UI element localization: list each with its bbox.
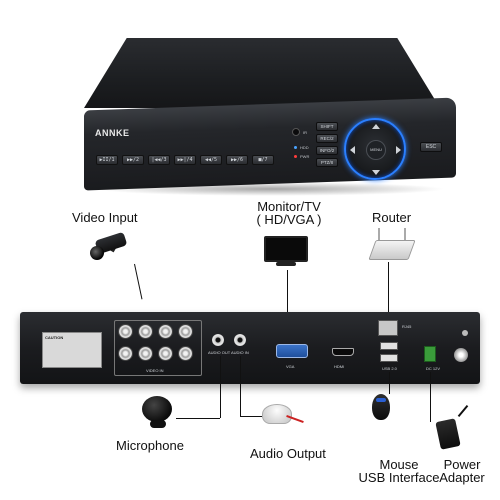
label-power: Power Adapter — [432, 458, 492, 484]
microphone-icon — [142, 396, 172, 422]
label-mouse-line1: Mouse — [379, 457, 419, 472]
label-microphone: Microphone — [116, 438, 184, 453]
vga-label: VGA — [286, 364, 295, 369]
audio-out-port[interactable] — [212, 334, 224, 346]
mouse-stripe-icon — [376, 398, 386, 402]
rj45-label: RJ45 — [402, 324, 412, 329]
dvr-shadow — [96, 182, 446, 196]
usb-label: USB 2.0 — [382, 366, 397, 371]
line-video-input — [134, 263, 143, 300]
dvr-top-cover — [84, 38, 440, 108]
audio-in-label: AUDIO IN — [231, 350, 249, 355]
indicator-ir-label: IR — [303, 130, 307, 135]
vga-port[interactable] — [276, 344, 308, 358]
bnc-port-4[interactable] — [178, 324, 193, 339]
front-button-7[interactable]: ■/7 — [252, 155, 274, 165]
audio-out-label: AUDIO OUT — [208, 350, 231, 355]
power-adapter-icon — [435, 418, 461, 450]
bnc-port-7[interactable] — [158, 346, 173, 361]
front-button-6[interactable]: ▶▶/6 — [226, 155, 248, 165]
video-in-panel — [114, 320, 202, 376]
arrow-left-icon[interactable] — [350, 146, 355, 154]
pwr-led-icon — [294, 155, 297, 158]
label-monitor-line2: ( HD/VGA ) — [256, 212, 322, 227]
router-antenna-right — [404, 228, 406, 242]
audio-in-port[interactable] — [234, 334, 246, 346]
front-button-4[interactable]: ▶▶|/4 — [174, 155, 196, 165]
front-button-1[interactable]: ▶II/1 — [96, 155, 118, 165]
router-icon — [368, 240, 416, 260]
front-button-2[interactable]: ▶▶/2 — [122, 155, 144, 165]
label-monitor-line1: Monitor/TV — [257, 199, 321, 214]
front-button-5[interactable]: ◀◀/5 — [200, 155, 222, 165]
hdmi-port[interactable] — [332, 348, 354, 356]
line-mouse — [389, 372, 390, 394]
indicator-hdd-label: HDD — [300, 145, 309, 150]
usb-port-1[interactable] — [380, 342, 398, 350]
line-monitor — [287, 270, 288, 346]
rec-button[interactable]: REC/2 — [316, 134, 338, 143]
video-in-label: VIDEO IN — [146, 368, 164, 373]
bnc-port-3[interactable] — [158, 324, 173, 339]
ir-sensor-icon — [292, 128, 300, 136]
dc-power-port[interactable] — [424, 346, 436, 362]
arrow-up-icon[interactable] — [372, 124, 380, 129]
router-antenna-left — [378, 228, 380, 242]
ground-terminal-icon — [454, 348, 468, 362]
arrow-right-icon[interactable] — [396, 146, 401, 154]
rj45-port[interactable] — [378, 320, 398, 336]
microphone-base-icon — [150, 420, 166, 428]
esc-button[interactable]: ESC — [420, 142, 442, 152]
info-button[interactable]: INFO/2 — [316, 146, 338, 155]
menu-button[interactable]: MENU — [366, 140, 386, 160]
line-microphone-h — [176, 418, 220, 419]
line-power — [430, 372, 431, 422]
line-microphone — [220, 356, 221, 418]
line-router — [388, 262, 389, 320]
monitor-stand-icon — [276, 262, 296, 266]
indicator-pwr-label: PWR — [300, 154, 310, 159]
brand-logo: ANNKE — [95, 128, 130, 138]
bnc-port-1[interactable] — [118, 324, 133, 339]
front-button-3[interactable]: |◀◀/3 — [148, 155, 170, 165]
hdmi-label: HDMI — [334, 364, 345, 369]
hdd-led-icon — [294, 146, 297, 149]
label-mouse-line2: USB Interface — [358, 470, 440, 485]
ptz-button[interactable]: PTZ/8 — [316, 158, 338, 167]
label-mouse: Mouse USB Interface — [356, 458, 442, 484]
label-router: Router — [372, 210, 412, 225]
line-audio-output-h — [240, 416, 262, 417]
line-audio-output — [240, 356, 241, 416]
monitor-icon — [264, 236, 308, 262]
bnc-port-5[interactable] — [118, 346, 133, 361]
arrow-down-icon[interactable] — [372, 170, 380, 175]
label-audio-output: Audio Output — [250, 446, 326, 461]
camera-lens-icon — [90, 246, 104, 260]
dc-label: DC 12V — [426, 366, 441, 371]
caution-text: CAUTION — [45, 335, 64, 340]
label-video-input: Video Input — [72, 210, 138, 225]
bnc-port-2[interactable] — [138, 324, 153, 339]
navigation-dpad[interactable]: MENU — [344, 118, 406, 180]
label-power-line1: Power — [443, 457, 481, 472]
label-monitor: Monitor/TV ( HD/VGA ) — [244, 200, 334, 226]
adapter-cord-icon — [457, 404, 469, 418]
caution-sticker: CAUTION — [42, 332, 102, 368]
screw-icon — [462, 330, 468, 336]
label-power-line2: Adapter — [439, 470, 485, 485]
usb-port-2[interactable] — [380, 354, 398, 362]
bnc-port-8[interactable] — [178, 346, 193, 361]
speaker-icon — [262, 404, 292, 424]
bnc-port-6[interactable] — [138, 346, 153, 361]
shift-button[interactable]: SHIFT — [316, 122, 338, 131]
